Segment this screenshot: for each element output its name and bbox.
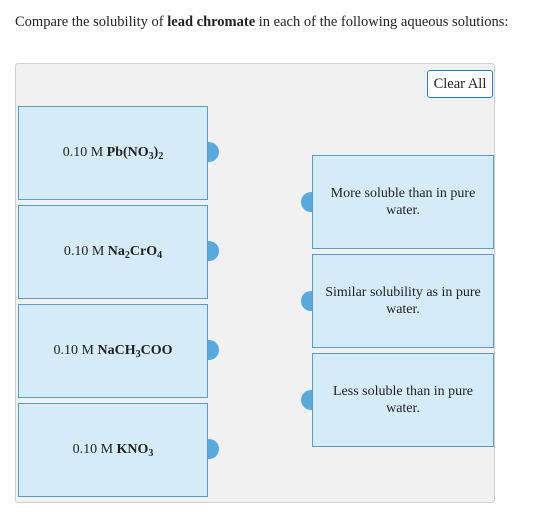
left-item-nach3coo[interactable]: 0.10 M NaCH3COO [18,304,208,398]
formula-part: ) [153,145,159,161]
formula-part: CrO [129,244,158,260]
connector-right-icon[interactable] [208,142,219,162]
connector-right-icon[interactable] [208,439,219,459]
formula: KNO3 [116,442,154,460]
left-item-label: 0.10 M Pb(NO3)2 [63,144,164,162]
prompt-compound: lead chromate [167,14,256,30]
formula-subscript: 3 [135,349,141,361]
clear-all-button[interactable]: Clear All [427,70,493,98]
connector-right-icon[interactable] [208,340,219,360]
question-prompt: Compare the solubility of lead chromate … [15,14,508,31]
formula: Na2CrO4 [107,244,163,262]
left-item-label: 0.10 M Na2CrO4 [64,243,162,261]
formula-subscript: 3 [148,448,154,460]
left-item-pb-no3-2[interactable]: 0.10 M Pb(NO3)2 [18,106,208,200]
formula-part: NaCH [97,343,136,359]
left-item-kno3[interactable]: 0.10 M KNO3 [18,403,208,497]
connector-right-icon[interactable] [208,241,219,261]
prompt-text-start: Compare the solubility of [15,14,168,30]
formula: Pb(NO3)2 [106,145,164,163]
connector-left-icon[interactable] [301,291,312,311]
formula-part: Pb(NO [106,145,149,161]
formula-part: KNO [116,442,149,458]
formula-subscript: 2 [124,250,130,262]
connector-left-icon[interactable] [301,390,312,410]
target-label: More soluble than in pure water. [330,185,476,219]
concentration-text: 0.10 M [72,442,117,458]
target-label: Similar solubility as in pure water. [325,284,481,318]
formula-subscript: 4 [157,250,163,262]
target-less-soluble[interactable]: Less soluble than in pure water. [312,353,494,447]
concentration-text: 0.10 M [62,145,107,161]
formula-part: COO [140,343,173,359]
target-similar-solubility[interactable]: Similar solubility as in pure water. [312,254,494,348]
concentration-text: 0.10 M [63,244,108,260]
left-item-na2cro4[interactable]: 0.10 M Na2CrO4 [18,205,208,299]
formula: NaCH3COO [97,343,173,361]
target-more-soluble[interactable]: More soluble than in pure water. [312,155,494,249]
concentration-text: 0.10 M [53,343,98,359]
formula-subscript: 2 [158,151,164,163]
left-item-label: 0.10 M NaCH3COO [54,342,173,360]
formula-part: Na [107,244,125,260]
target-label: Less soluble than in pure water. [333,383,473,417]
left-item-label: 0.10 M KNO3 [73,441,154,459]
connector-left-icon[interactable] [301,192,312,212]
prompt-text-end: in each of the following aqueous solutio… [255,14,509,30]
formula-subscript: 3 [148,151,154,163]
